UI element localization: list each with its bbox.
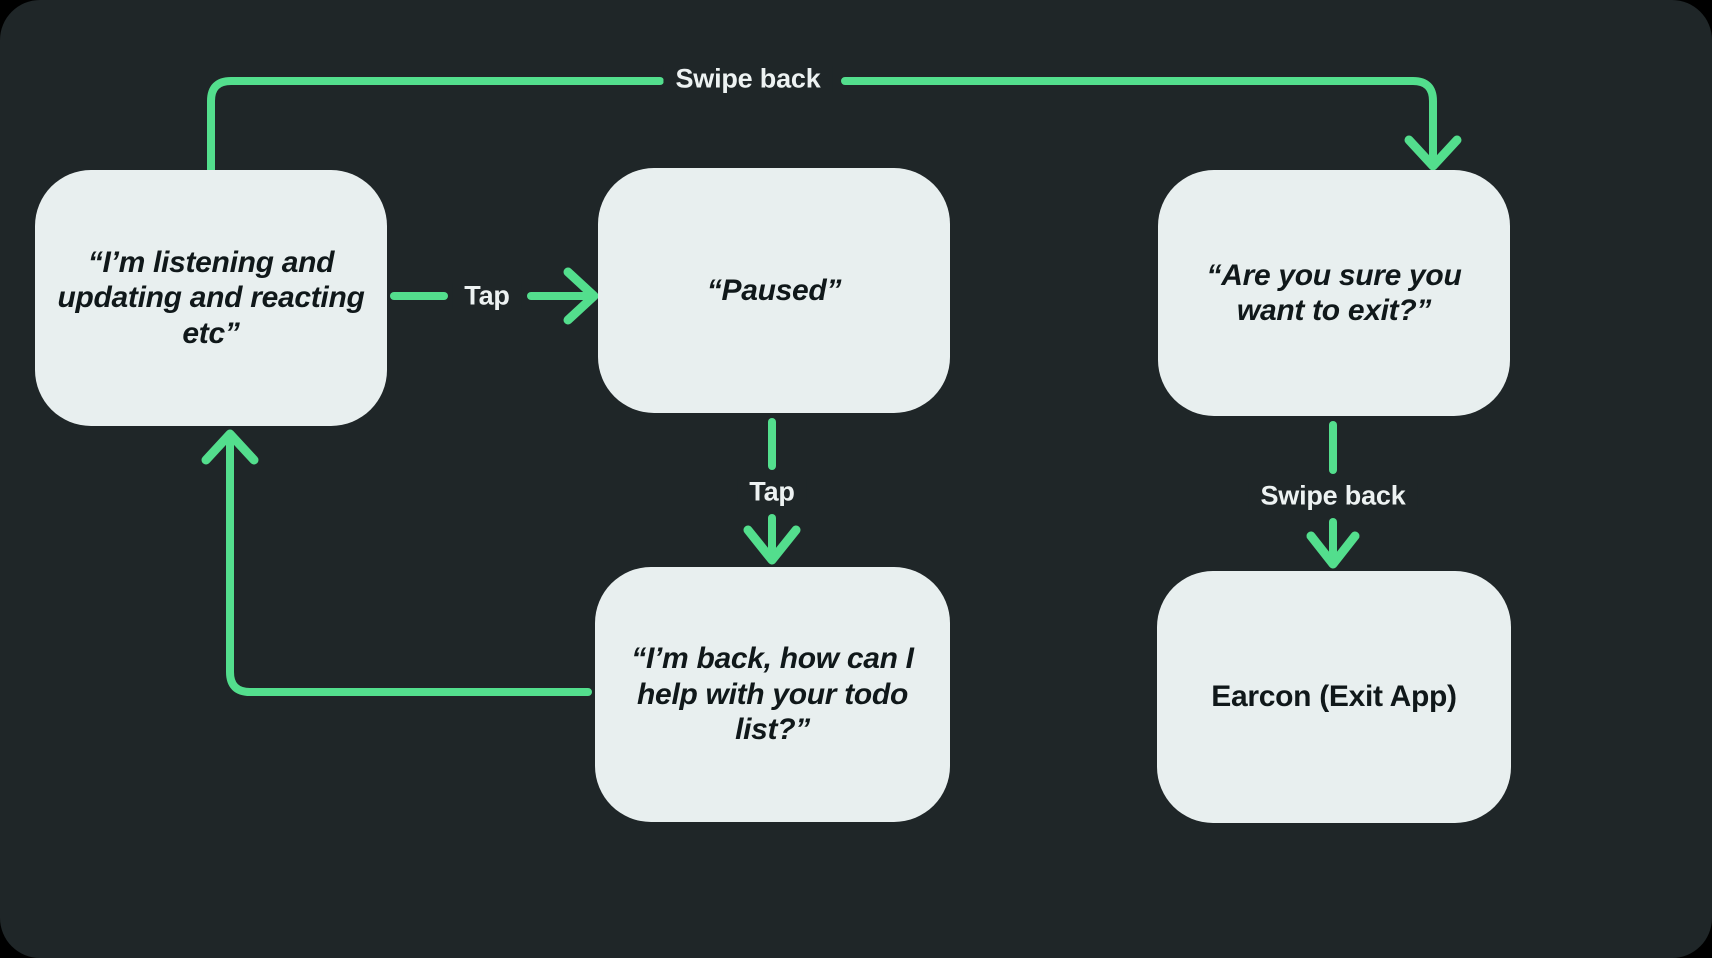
node-earcon-label: Earcon (Exit App) <box>1211 680 1457 714</box>
edge-label-tap-right: Tap <box>452 282 522 310</box>
edge-label-tap-down: Tap <box>737 478 807 506</box>
node-listening[interactable]: “I’m listening and updating and reacting… <box>35 170 387 426</box>
node-paused[interactable]: “Paused” <box>598 168 950 413</box>
node-listening-label: “I’m listening and updating and reacting… <box>57 245 365 350</box>
node-exit-confirm-label: “Are you sure you want to exit?” <box>1206 258 1462 327</box>
node-exit-confirm[interactable]: “Are you sure you want to exit?” <box>1158 170 1510 416</box>
node-back-label: “I’m back, how can I help with your todo… <box>631 642 914 747</box>
edge-listening-to-exit <box>207 77 1462 176</box>
edge-label-swipe-back-right: Swipe back <box>1248 482 1418 510</box>
edge-back-to-listening <box>201 429 592 696</box>
node-earcon[interactable]: Earcon (Exit App) <box>1157 571 1511 823</box>
node-paused-label: “Paused” <box>706 273 842 307</box>
edge-label-swipe-back-top: Swipe back <box>663 65 833 93</box>
node-back[interactable]: “I’m back, how can I help with your todo… <box>595 567 950 822</box>
